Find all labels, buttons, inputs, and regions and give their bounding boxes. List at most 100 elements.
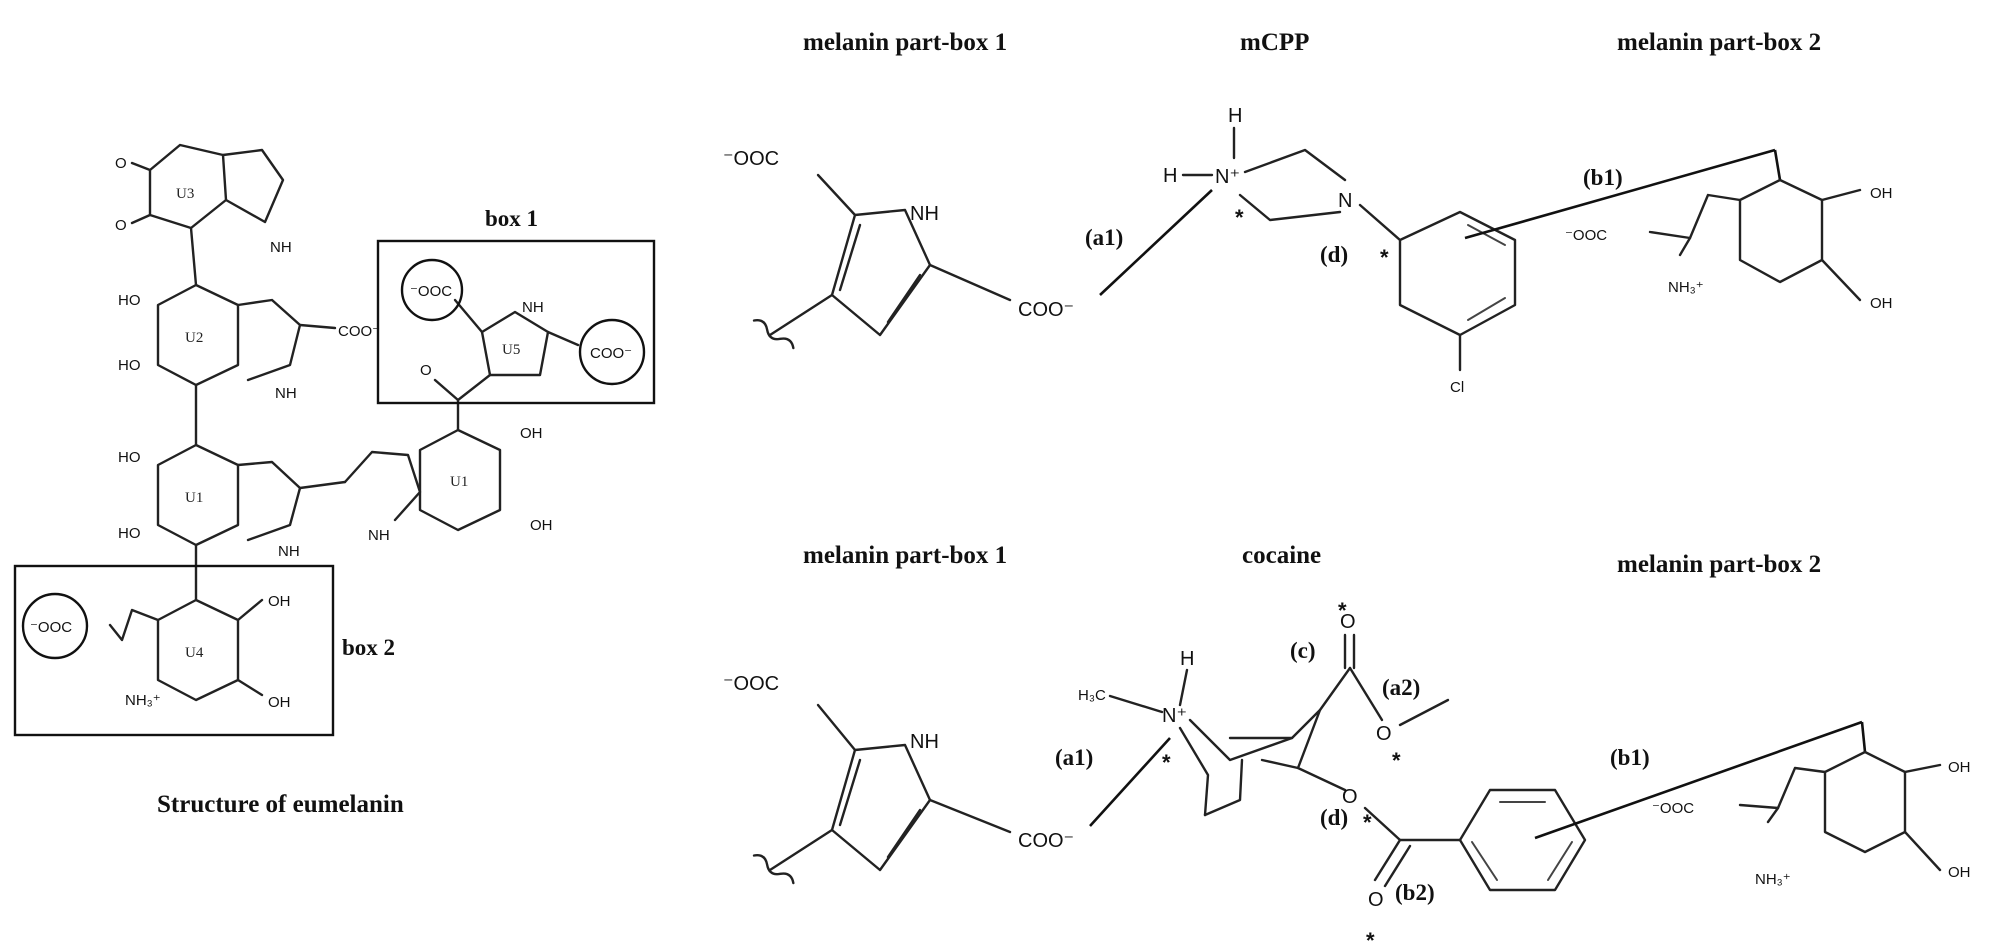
ring-label-u3: U3 [176,186,194,202]
cocaine-pyrrole-nh: NH [910,731,939,753]
mcpp-h-top: H [1228,105,1242,127]
cocaine-label-a2: (a2) [1382,675,1420,700]
mcpp-box2-oh-top: OH [1870,185,1893,202]
cocaine-h: H [1180,648,1194,670]
cocaine-h3c: H₃C [1078,687,1106,704]
u1-right-nh-label: NH [368,527,390,544]
mcpp-label-a1: (a1) [1085,225,1123,250]
ring-label-u1-right: U1 [450,474,468,490]
mcpp-center-title: mCPP [1240,29,1309,56]
ring-u1-right: NH OH OH U1 [343,425,553,544]
u4-oh-top: OH [268,593,291,610]
ring-u3: O O NH U3 [115,143,292,256]
cocaine-box2-oh-top: OH [1948,759,1971,776]
cocaine-star-benzoate-o: * [1363,810,1372,835]
mcpp-n-plus: N⁺ [1215,166,1240,188]
cocaine-label-a1: (a1) [1055,745,1093,770]
mcpp-pyrrole-carboxylate-top: ⁻OOC [723,148,779,170]
mcpp-label-d: (d) [1320,242,1348,267]
cocaine-benzoate-carbonyl-o: O [1368,889,1384,911]
u5-nh-label: NH [522,299,544,316]
cocaine-melanin-box2-fragment: OH OH ⁻OOC NH₃⁺ [1652,750,1971,888]
box-2-frame [13,564,335,737]
ring-label-u2: U2 [185,330,203,346]
cocaine-pyrrole-carboxylate-bottom: COO⁻ [1018,830,1074,852]
cocaine-benzoate-o: O [1342,786,1358,808]
cocaine-interaction-b1 [1534,720,1863,840]
u2-nh-label: NH [275,385,297,402]
mcpp-chlorophenyl: Cl [1398,210,1517,396]
u1-right-oh-bottom: OH [530,517,553,534]
ring-label-u1-left: U1 [185,490,203,506]
u5-carboxylate-left-highlight [400,258,464,322]
u1-ho-bottom: HO [118,525,141,542]
mcpp-box2-carboxylate: ⁻OOC [1565,227,1607,244]
mcpp-box2-ammonium: NH₃⁺ [1668,279,1704,296]
mcpp-piperazine: H H N⁺ N [1163,105,1402,242]
u5-carboxylate-right-highlight [578,318,646,386]
u1-ho-top: HO [118,449,141,466]
mcpp-label-b1: (b1) [1583,165,1623,190]
ring-u5: NH U5 [480,299,550,377]
oxo-atom-top: O [115,155,127,172]
cocaine-label-b1: (b1) [1610,745,1650,770]
cocaine-box2-carboxylate: ⁻OOC [1652,800,1694,817]
cocaine-center-title: cocaine [1242,542,1321,569]
u4-carboxylate: ⁻OOC [30,619,72,636]
mcpp-interaction-b1 [1464,148,1776,240]
cocaine-interaction-a1 [1089,737,1171,827]
box-1-label: box 1 [485,206,538,231]
eumelanin-caption: Structure of eumelanin [157,791,404,818]
u4-carboxylate-highlight [21,592,89,660]
cocaine-star-benzoate-carbonyl: * [1366,928,1375,951]
mcpp-box2-oh-bottom: OH [1870,295,1893,312]
u3-nh-label: NH [270,239,292,256]
cocaine-box2-ammonium: NH₃⁺ [1755,871,1791,888]
u5-carbonyl-oxygen: O [420,362,432,379]
mcpp-n: N [1338,190,1352,212]
cocaine-label-c: (c) [1290,638,1316,663]
u1-right-oh-top: OH [520,425,543,442]
u4-ammonium: NH₃⁺ [125,692,161,709]
mcpp-pyrrole-carboxylate-bottom: COO⁻ [1018,299,1074,321]
u2-carboxylate: COO⁻ [338,323,380,340]
cocaine-pyrrole-carboxylate-top: ⁻OOC [723,673,779,695]
mcpp-scheme: melanin part-box 1 mCPP melanin part-box… [723,29,1893,396]
mcpp-star-n: * [1380,245,1389,270]
cocaine-star-methoxy: * [1392,748,1401,773]
ring-u1-left: HO HO NH U1 [118,443,302,560]
oxo-atom-bottom: O [115,217,127,234]
cocaine-benzene-ring [1458,788,1587,892]
box-1-frame [376,239,656,405]
mcpp-left-title: melanin part-box 1 [803,29,1007,56]
mcpp-interaction-a1 [1099,189,1213,296]
cocaine-scheme: melanin part-box 1 cocaine melanin part-… [723,542,1971,951]
ring-label-u4: U4 [185,645,204,661]
cocaine-label-b2: (b2) [1395,880,1435,905]
cocaine-ester-methoxy-o: O [1376,723,1392,745]
cocaine-star-carbonyl-top: * [1338,598,1347,623]
cocaine-star-n-plus: * [1162,750,1171,775]
u5-carboxylate-left: ⁻OOC [410,283,452,300]
eumelanin-structure: O O NH U3 COO⁻ NH HO HO U2 HO HO NH U1 [13,143,656,818]
box-2-label: box 2 [342,635,395,660]
ring-u4: OH OH NH₃⁺ U4 [108,593,291,711]
cocaine-label-d: (d) [1320,805,1348,830]
mcpp-pyrrole-fragment: ⁻OOC NH COO⁻ [723,148,1074,350]
mcpp-h-left: H [1163,165,1177,187]
cocaine-pyrrole-fragment: ⁻OOC NH COO⁻ [723,673,1074,885]
cocaine-ester-carbonyl-o: O [1340,611,1356,633]
ring-u2: COO⁻ NH HO HO U2 [118,283,380,402]
cocaine-n-plus: N⁺ [1162,705,1187,727]
mcpp-pyrrole-nh: NH [910,203,939,225]
u2-ho-bottom: HO [118,357,141,374]
u4-oh-bottom: OH [268,694,291,711]
u1-left-nh-label: NH [278,543,300,560]
mcpp-right-title: melanin part-box 2 [1617,29,1821,56]
u2-ho-top: HO [118,292,141,309]
mcpp-star-n-plus: * [1235,205,1244,230]
cocaine-tropane-core: H H₃C N⁺ O O O O [1078,611,1462,911]
cocaine-box2-oh-bottom: OH [1948,864,1971,881]
cocaine-right-title: melanin part-box 2 [1617,551,1821,578]
